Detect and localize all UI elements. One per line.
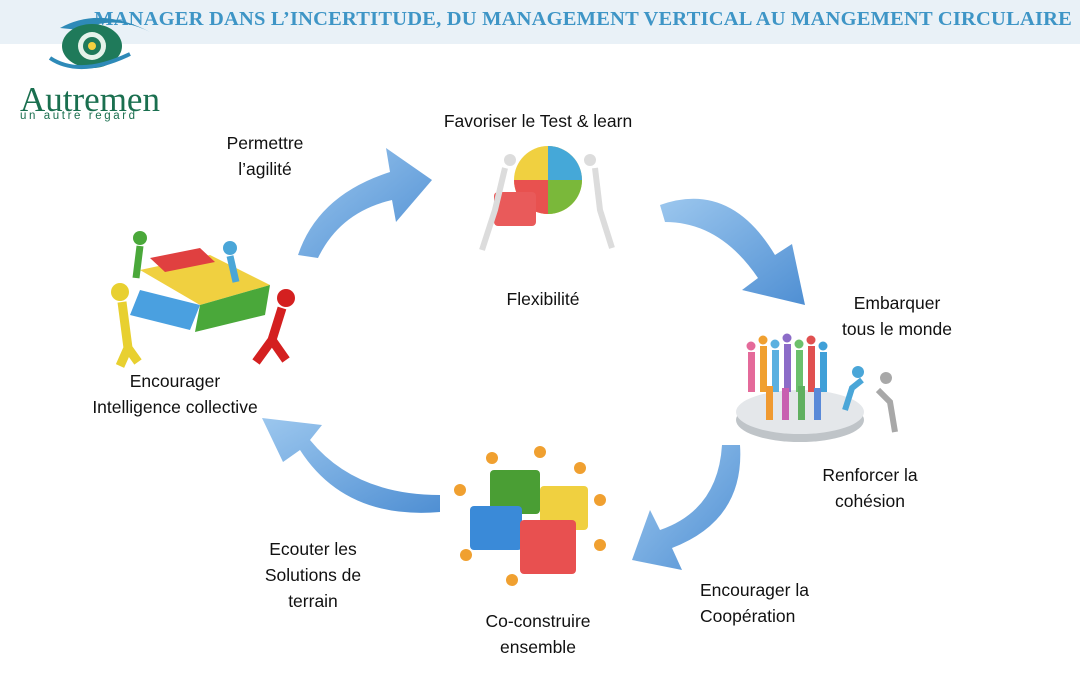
title-bar: MANAGER DANS L’INCERTITUDE, DU MANAGEMEN… (0, 0, 1080, 44)
logo-tagline: un autre regard (20, 110, 138, 122)
arrow-agility (298, 148, 432, 258)
stage-embark-caption: Renforcer la cohésion (822, 465, 918, 511)
collective-puzzle-icon (111, 231, 295, 368)
transition-listen-label: Ecouter les Solutions de terrain (264, 539, 362, 611)
stage-collective-title: Encourager Intelligence collective (92, 371, 258, 417)
stage-test-learn-title: Favoriser le Test & learn (443, 111, 633, 131)
stage-embark-title: Embarquer tous le monde (842, 293, 952, 339)
transition-cooperation-label: Encourager la Coopération (700, 580, 809, 626)
arrow-listen (262, 418, 440, 513)
stage-test-learn-caption: Flexibilité (506, 289, 580, 309)
eye-logo-icon (48, 17, 150, 69)
arrow-embark (660, 198, 805, 305)
team-puzzle-icon (454, 446, 606, 586)
puzzle-builders-icon (479, 146, 615, 251)
crowd-platform-icon (736, 333, 898, 442)
logo-name: Autremen (20, 80, 160, 119)
stage-co-construct-title: Co-construire ensemble (485, 611, 591, 657)
page-title: MANAGER DANS L’INCERTITUDE, DU MANAGEMEN… (94, 8, 1072, 30)
transition-agility-label: Permettre l’agilité (226, 133, 304, 179)
arrow-cooperation (632, 445, 741, 570)
